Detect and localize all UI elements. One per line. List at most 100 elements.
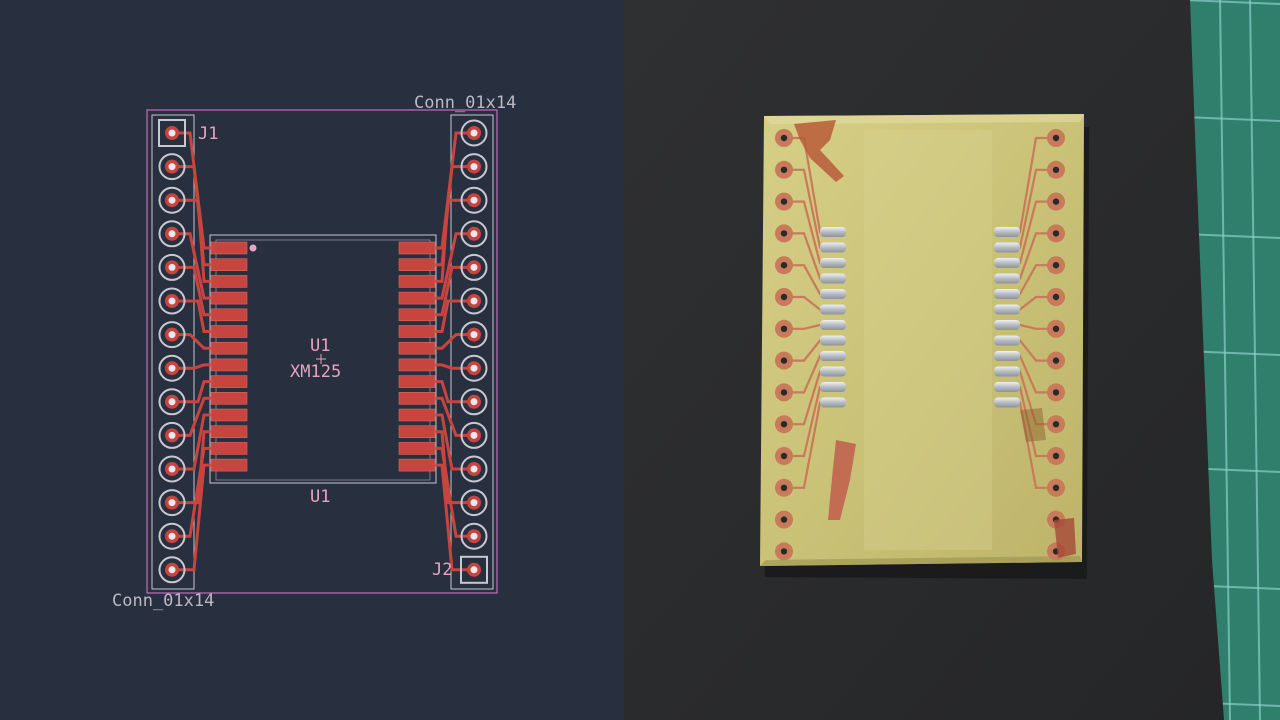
- photo-solder-joint: [994, 227, 1020, 237]
- drill-hole: [470, 297, 478, 305]
- drill-hole: [470, 196, 478, 204]
- smd-pad: [398, 341, 436, 355]
- through-hole-pad: [158, 556, 186, 584]
- module-u1-fab-outline: [215, 239, 431, 481]
- j2-reference: J2: [432, 560, 453, 580]
- flux-stain: [1020, 408, 1046, 442]
- smd-pad: [210, 275, 248, 288]
- smd-pad: [398, 408, 436, 422]
- through-hole-pad: [460, 489, 488, 517]
- mat-grid-line: [1183, 116, 1280, 122]
- trace-right: [435, 413, 474, 471]
- photo-solder-joint: [820, 258, 846, 268]
- drill-hole: [168, 163, 176, 171]
- drill-hole: [168, 465, 176, 473]
- photo-hole: [780, 452, 788, 460]
- mat-grid-line: [1183, 0, 1280, 5]
- photo-hole: [780, 262, 788, 269]
- drill-hole: [470, 499, 478, 507]
- drill-hole: [168, 566, 176, 574]
- through-hole-pad: [460, 388, 488, 416]
- drill-hole: [168, 129, 176, 137]
- smd-pad: [398, 358, 436, 372]
- photo-solder-joint: [820, 227, 846, 237]
- photo-hole: [1052, 421, 1060, 428]
- through-hole-pad: [460, 522, 488, 550]
- through-hole-pad: [158, 421, 186, 449]
- trace-left: [172, 396, 211, 437]
- photo-hole: [780, 421, 788, 428]
- drill-hole: [470, 364, 478, 372]
- photo-hole: [780, 230, 788, 237]
- trace-left: [172, 265, 211, 317]
- j1-value-label: Conn_01x14: [112, 591, 215, 611]
- through-hole-pad: [158, 522, 186, 550]
- through-hole-pad: [158, 287, 186, 315]
- smd-pad: [210, 442, 248, 455]
- smd-pad: [210, 391, 248, 405]
- through-hole-pad: [460, 253, 488, 281]
- smd-pad: [210, 358, 248, 372]
- through-hole-pads: [158, 119, 488, 584]
- smd-pad: [398, 458, 436, 472]
- copper-patch-top-left: [794, 120, 844, 182]
- smd-pad: [398, 442, 436, 455]
- fabricated-board: [760, 114, 1084, 566]
- through-hole-pad: [460, 354, 488, 382]
- photo-hole: [780, 516, 788, 523]
- drill-hole: [470, 230, 478, 238]
- photo-solder-joint: [820, 366, 846, 377]
- pcb-photo: [624, 0, 1280, 720]
- trace-right: [435, 363, 474, 370]
- trace-left: [172, 232, 211, 300]
- smd-pad: [398, 291, 436, 305]
- photo-solder-joint: [820, 320, 846, 330]
- drill-hole: [168, 230, 176, 238]
- photo-solder-joint: [994, 382, 1020, 392]
- photo-hole: [780, 389, 788, 396]
- u1-value-label: XM125: [290, 362, 342, 382]
- through-hole-pad: [158, 388, 186, 416]
- through-hole-pad: [158, 321, 186, 349]
- j1-reference: J1: [198, 124, 219, 144]
- photo-hole: [780, 325, 788, 332]
- j2-value-label: Conn_01x14: [414, 93, 517, 113]
- drill-hole: [470, 331, 478, 339]
- mat-grid-line: [1219, 0, 1231, 720]
- photo-hole: [1052, 389, 1060, 396]
- u1-reference: U1: [310, 336, 331, 356]
- smd-pad: [210, 375, 248, 388]
- through-hole-pad: [158, 153, 186, 181]
- board-outline: [146, 109, 498, 594]
- photo-solder-joint: [994, 320, 1020, 330]
- drill-hole: [470, 465, 478, 473]
- cutting-mat-grid: [1183, 0, 1280, 720]
- pin1-square-pad: [460, 555, 488, 584]
- module-origin-cross: [316, 354, 326, 364]
- pcb-editor-canvas[interactable]: J1 Conn_01x14 J2 Conn_01x14 U1 XM125 U1: [0, 0, 624, 720]
- photo-hole: [1052, 452, 1060, 460]
- trace-left: [172, 165, 211, 267]
- photo-hole: [1052, 166, 1060, 173]
- pin1-square-pad: [158, 119, 186, 147]
- module-u1-outline: [209, 234, 437, 484]
- through-hole-pad: [460, 287, 488, 315]
- drill-hole: [470, 263, 478, 271]
- drill-hole: [168, 263, 176, 271]
- smd-pad: [210, 425, 248, 439]
- smd-pad: [398, 308, 436, 322]
- drill-hole: [168, 431, 176, 439]
- trace-left: [172, 446, 211, 538]
- photo-hole: [1052, 134, 1060, 142]
- copper-patch-bottom-left: [828, 440, 856, 520]
- drill-hole: [168, 364, 176, 372]
- smd-pad: [210, 291, 248, 305]
- drill-hole: [168, 499, 176, 507]
- photo-hole: [1052, 230, 1060, 237]
- photo-hole: [1052, 484, 1060, 491]
- photo-hole: [1052, 262, 1060, 269]
- photo-hole: [780, 548, 788, 555]
- connector-j2-courtyard: [450, 114, 494, 590]
- through-hole-pad: [158, 220, 186, 248]
- drill-hole: [168, 331, 176, 339]
